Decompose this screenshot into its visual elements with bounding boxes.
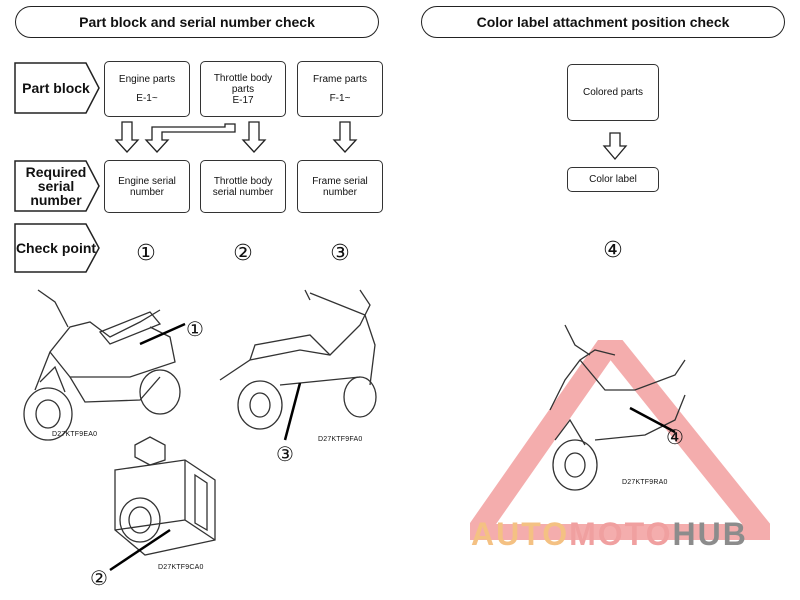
part-block-engine-name: Engine parts [118, 74, 176, 85]
throttle-callout: ② [90, 568, 108, 590]
throttle-caption: D27KTF9CA0 [158, 564, 204, 571]
watermark-part-3: HUB [672, 516, 748, 552]
check-point-label: Check point [15, 240, 97, 256]
flow-arrows [114, 121, 358, 153]
serial-throttle: Throttle body serial number [200, 160, 286, 213]
left-section-title: Part block and serial number check [79, 14, 315, 30]
scooter-color-callout: ④ [666, 427, 684, 449]
scooter-right-callout: ③ [276, 444, 294, 466]
watermark-part-2: MOTO [569, 516, 673, 552]
part-block-frame-name: Frame parts [313, 74, 367, 85]
part-block-engine: Engine parts E-1~ [104, 61, 190, 117]
part-block-label: Part block [22, 80, 90, 96]
scooter-color-caption: D27KTF9RA0 [622, 479, 668, 486]
check-point-4: ④ [603, 237, 623, 262]
arrow-down-icon [114, 121, 140, 153]
serial-engine: Engine serial number [104, 160, 190, 213]
right-section-header: Color label attachment position check [421, 6, 785, 38]
check-point-3: ③ [330, 240, 350, 265]
colored-parts-box: Colored parts [567, 64, 659, 121]
serial-frame-label: Frame serial number [312, 175, 368, 198]
watermark-part-1: AUTO [471, 516, 570, 552]
arrow-down-icon [332, 121, 358, 153]
bent-arrow-icon [144, 123, 236, 153]
scooter-color-illustration [549, 324, 686, 491]
left-section-header: Part block and serial number check [15, 6, 379, 38]
color-label-box: Color label [567, 167, 659, 192]
part-block-frame: Frame parts F-1~ [297, 61, 383, 117]
part-block-frame-code: F-1~ [329, 93, 351, 104]
required-serial-tag: Required serial number [14, 160, 100, 212]
serial-frame: Frame serial number [297, 160, 383, 213]
part-block-tag: Part block [14, 62, 100, 114]
required-serial-label: Required serial number [25, 164, 87, 208]
part-block-throttle: Throttle body parts E-17 [200, 61, 286, 117]
part-block-throttle-name: Throttle body parts [213, 72, 273, 95]
color-label-text: Color label [589, 174, 637, 185]
check-point-1: ① [136, 240, 156, 265]
scooter-right-caption: D27KTF9FA0 [318, 436, 363, 443]
scooter-left-caption: D27KTF9EA0 [52, 431, 98, 438]
throttle-body-illustration [109, 436, 216, 572]
serial-engine-label: Engine serial number [118, 175, 176, 198]
check-point-tag: Check point [14, 223, 100, 273]
watermark-logo [470, 340, 770, 540]
serial-throttle-label: Throttle body serial number [212, 175, 274, 198]
check-point-2: ② [233, 240, 253, 265]
scooter-left-callout: ① [186, 319, 204, 341]
arrow-down-icon [602, 132, 628, 161]
arrow-down-icon [241, 121, 267, 153]
scooter-right-illustration [219, 289, 377, 441]
right-section-title: Color label attachment position check [476, 14, 730, 30]
part-block-throttle-code: E-17 [232, 94, 254, 106]
colored-parts-label: Colored parts [582, 87, 644, 98]
part-block-engine-code: E-1~ [136, 93, 158, 104]
watermark-text: AUTOMOTOHUB [471, 516, 748, 553]
scooter-left-illustration [23, 289, 186, 441]
